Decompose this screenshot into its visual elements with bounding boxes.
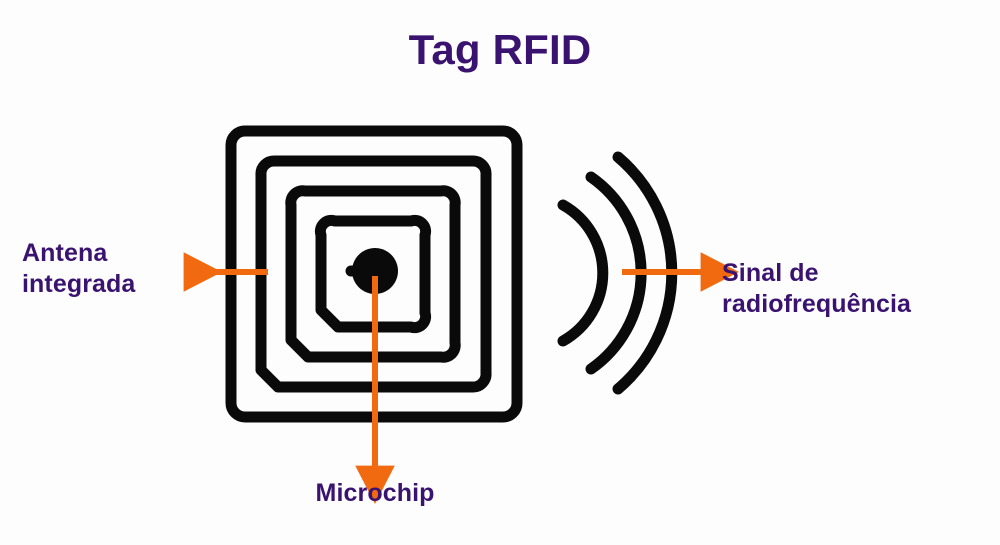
radio-wave-arc-inner xyxy=(557,199,609,347)
label-signal-line-1: Sinal de xyxy=(722,259,819,287)
chip-dot xyxy=(352,248,398,294)
label-signal-line-2: radiofrequência xyxy=(722,289,912,318)
page-title: Tag RFID xyxy=(408,26,592,73)
label-antenna: Antena integrada xyxy=(22,238,192,299)
label-antenna-line-2: integrada xyxy=(22,269,136,298)
antenna-coil xyxy=(225,125,523,423)
label-signal: Sinal de radiofrequência xyxy=(722,258,990,319)
label-microchip: Microchip xyxy=(315,479,435,507)
label-antenna-line-1: Antena xyxy=(22,239,108,267)
